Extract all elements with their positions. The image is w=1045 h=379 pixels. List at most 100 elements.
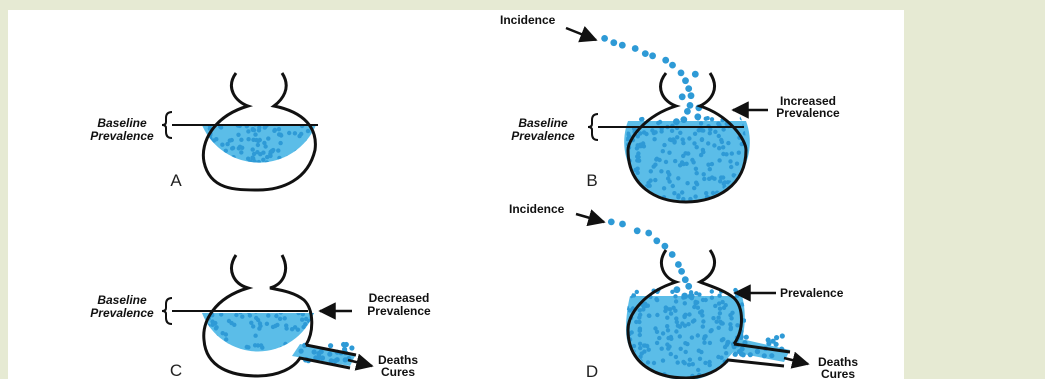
particle [288, 361, 292, 365]
particle [274, 178, 278, 182]
particle [631, 369, 635, 373]
particle [674, 329, 678, 333]
particle [206, 146, 210, 150]
particle [252, 181, 256, 185]
particle [205, 368, 209, 372]
particle [304, 150, 308, 154]
particle [266, 136, 270, 140]
baseline-label-a-1: Baseline [97, 116, 147, 130]
incidence-label-d: Incidence [509, 202, 565, 216]
particle [721, 145, 725, 149]
particle [313, 163, 317, 167]
particle [665, 324, 669, 328]
particle [683, 301, 687, 305]
particle [695, 145, 699, 149]
particle [690, 335, 694, 339]
particle [216, 349, 220, 353]
particle [288, 175, 292, 179]
baseline-label-c-2: Prevalence [90, 306, 154, 320]
particle [700, 138, 704, 142]
particle [717, 372, 721, 376]
particle [292, 184, 296, 188]
particle [287, 353, 291, 357]
particle [678, 334, 682, 338]
particle [667, 172, 671, 176]
particle [693, 194, 697, 198]
particle [266, 313, 270, 317]
particle [239, 138, 243, 142]
particle [666, 176, 670, 180]
particle [304, 332, 308, 336]
particle [718, 311, 722, 315]
particle [682, 314, 686, 318]
particle [280, 172, 284, 176]
particle [277, 181, 281, 185]
panel-a: Baseline Prevalence A [90, 73, 319, 194]
particle [740, 181, 744, 185]
particle [649, 169, 653, 173]
incidence-particle [649, 52, 656, 59]
particle [652, 361, 656, 365]
particle [735, 323, 739, 327]
particle [280, 364, 284, 368]
particle [712, 177, 716, 181]
particle [207, 182, 211, 186]
particle [299, 364, 303, 368]
particle [667, 151, 671, 155]
particle [327, 352, 332, 357]
particle [713, 130, 717, 134]
particle [699, 128, 703, 132]
particle [638, 333, 642, 337]
increased-prevalence-label-2: Prevalence [776, 106, 840, 120]
particle [299, 189, 303, 193]
particle [288, 185, 292, 189]
particle [652, 137, 656, 141]
particle [716, 316, 720, 320]
incidence-stream-d [608, 219, 695, 300]
particle [312, 349, 317, 354]
particle [309, 368, 313, 372]
incidence-particle [682, 276, 689, 283]
particle [312, 340, 316, 344]
particle [687, 136, 691, 140]
particle [254, 357, 258, 361]
particle [296, 328, 300, 332]
particle [716, 355, 720, 359]
particle [277, 127, 281, 131]
particle [683, 151, 687, 155]
particle [231, 155, 235, 159]
particle [257, 326, 261, 330]
particle [220, 143, 224, 147]
particle [708, 167, 712, 171]
particle [729, 165, 733, 169]
particle [267, 356, 271, 360]
particle [661, 358, 665, 362]
particle [242, 362, 246, 366]
incidence-particle [685, 283, 692, 290]
particle [728, 322, 732, 326]
particle [261, 158, 265, 162]
particle [665, 306, 669, 310]
particle [687, 312, 691, 316]
particle [234, 313, 238, 317]
incidence-particle [669, 251, 676, 258]
particle [254, 369, 258, 373]
particle [214, 170, 218, 174]
particle [650, 128, 654, 132]
particle [246, 137, 250, 141]
particle [636, 143, 640, 147]
particle [742, 193, 746, 197]
particle [639, 117, 643, 121]
particle [698, 357, 702, 361]
particle [665, 342, 669, 346]
particle [711, 316, 715, 320]
particle [312, 340, 316, 344]
particle [216, 343, 220, 347]
particle [232, 175, 236, 179]
particle [653, 178, 657, 182]
particle [225, 165, 229, 169]
particle [681, 141, 685, 145]
particle [696, 333, 700, 337]
particle [728, 313, 732, 317]
incidence-particle [688, 92, 695, 99]
